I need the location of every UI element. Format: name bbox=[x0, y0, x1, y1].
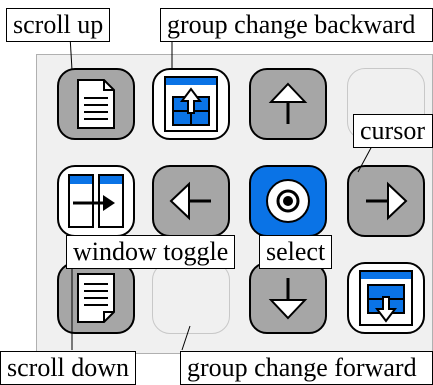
scroll-up-key[interactable] bbox=[57, 68, 135, 140]
group-change-forward-label: group change forward bbox=[180, 351, 433, 385]
document-icon bbox=[76, 272, 116, 324]
group-change-backward-label: group change backward bbox=[160, 8, 433, 42]
arrow-left-icon bbox=[167, 180, 215, 222]
group-forward-icon bbox=[358, 269, 414, 327]
window-toggle-icon bbox=[67, 173, 125, 229]
cursor-up-key[interactable] bbox=[249, 68, 327, 140]
arrow-up-icon bbox=[267, 80, 309, 128]
arrow-down-icon bbox=[267, 274, 309, 322]
cursor-label: cursor bbox=[353, 114, 433, 148]
blank-key-bottom bbox=[152, 262, 230, 334]
document-icon bbox=[76, 78, 116, 130]
group-change-backward-key[interactable] bbox=[152, 68, 230, 140]
cursor-down-key[interactable] bbox=[249, 262, 327, 334]
scroll-down-key[interactable] bbox=[57, 262, 135, 334]
cursor-left-key[interactable] bbox=[152, 165, 230, 237]
window-toggle-key[interactable] bbox=[57, 165, 135, 237]
scroll-up-label: scroll up bbox=[6, 8, 111, 42]
cursor-right-key[interactable] bbox=[347, 165, 425, 237]
select-label: select bbox=[259, 235, 333, 269]
window-toggle-label: window toggle bbox=[66, 235, 236, 269]
group-change-forward-key[interactable] bbox=[347, 262, 425, 334]
scroll-down-label: scroll down bbox=[0, 351, 137, 385]
target-icon bbox=[264, 177, 312, 225]
select-key[interactable] bbox=[249, 165, 327, 237]
arrow-right-icon bbox=[362, 180, 410, 222]
group-backward-icon bbox=[163, 75, 219, 133]
